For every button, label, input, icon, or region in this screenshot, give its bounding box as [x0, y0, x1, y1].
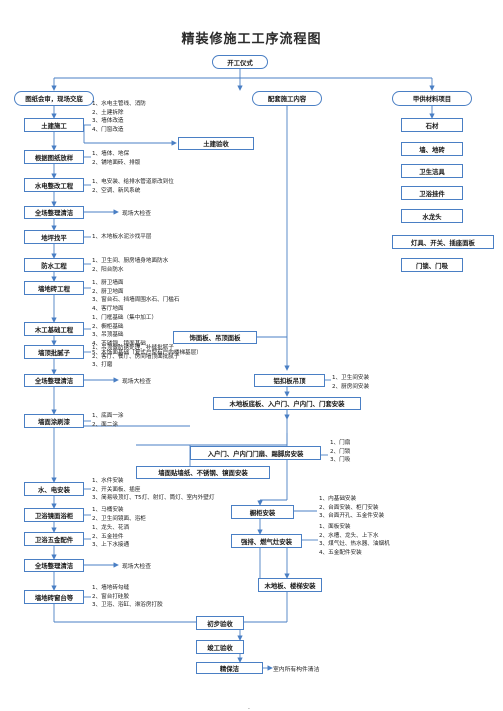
mid-step-fine-cleaning: 精保洁 — [196, 662, 263, 674]
supply-item-7: 门锁、门吸 — [401, 258, 463, 272]
supply-item-3: 卫生洁具 — [401, 164, 463, 178]
supply-item-4: 卫浴挂件 — [401, 186, 463, 200]
site-check-note-2: 现场大检查 — [122, 379, 151, 385]
site-check-note-1: 现场大检查 — [122, 211, 151, 217]
left-step-16: 墙地砖窗台等 — [24, 590, 84, 604]
mid-step-gas-stove: 强排、燃气灶安装 — [231, 534, 302, 548]
mid-step-initial-acceptance: 初步验收 — [196, 616, 244, 630]
left-step-14: 卫浴五金配件 — [24, 532, 84, 546]
mid-step-floor-doors: 木地板底板、入户门、户内门、门套安装 — [213, 397, 361, 410]
left-column-head: 图纸会审，现场交底 — [14, 91, 94, 106]
left-step-10: 全场整理清洁 — [24, 374, 84, 387]
left-step-11: 墙面涂刷漆 — [24, 414, 84, 428]
left-step-2: 根据图纸放样 — [24, 150, 84, 164]
left-step-4: 全场整理清洁 — [24, 206, 84, 219]
mid-step-veneer-ceiling: 饰面板、吊顶面板 — [173, 331, 257, 344]
mid-step-final-acceptance: 竣工验收 — [196, 640, 244, 654]
mid-step-wallpaper: 墙面贴墙纸、不锈钢、镜面安装 — [136, 466, 270, 479]
left-step-5: 地坪找平 — [24, 230, 84, 244]
left-step-13: 卫浴镜面浴柜 — [24, 508, 84, 522]
supply-item-1: 石材 — [401, 118, 463, 132]
left-step-7: 墙地砖工程 — [24, 281, 84, 295]
supply-item-2: 墙、地砖 — [401, 142, 463, 156]
mid-step-civil-acceptance: 土建验收 — [178, 137, 254, 150]
left-step-12: 水、电安装 — [24, 482, 84, 496]
left-step-9: 墙顶批腻子 — [24, 345, 84, 359]
start-node: 开工仪式 — [212, 55, 268, 69]
left-step-3: 水电整改工程 — [24, 178, 84, 192]
left-step-8: 木工基础工程 — [24, 322, 84, 336]
supply-item-6: 灯具、开关、插座面板 — [392, 235, 494, 249]
mid-step-cabinet: 橱柜安装 — [231, 505, 294, 519]
supply-item-5: 水龙头 — [401, 209, 463, 223]
left-step-1: 土建施工 — [24, 118, 84, 132]
mid-step-door-leaf: 入户门、户内门门扇、踢脚房安装 — [190, 446, 321, 460]
page-title: 精装修施工工序流程图 — [181, 32, 322, 47]
right-column-head: 甲供材料项目 — [392, 91, 472, 106]
mid-step-wood-floor-stairs: 木地板、楼梯安装 — [258, 578, 322, 592]
clean-note: 室内所有构件清洁 — [273, 667, 320, 673]
site-check-note-3: 现场大检查 — [122, 564, 151, 570]
page-marker: . — [248, 704, 250, 711]
left-step-15: 全场整理清洁 — [24, 559, 84, 572]
list-diping: 1、木地板水泥沙找平层 — [92, 234, 152, 240]
mid-step-aluminum-ceiling: 铝扣板吊顶 — [254, 374, 325, 387]
left-step-6: 防水工程 — [24, 258, 84, 272]
mid-column-head: 配套施工内容 — [252, 91, 322, 106]
